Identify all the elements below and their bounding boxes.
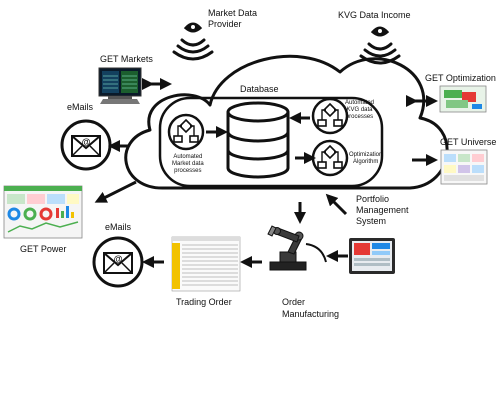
automated-kvg-label: Automated KVG data processes (345, 100, 374, 121)
get-optimization-thumbnail (439, 85, 487, 113)
trading-order-label: Trading Order (176, 297, 232, 307)
emails-bottom-label: eMails (105, 222, 132, 232)
automated-market-process-icon (167, 113, 205, 151)
svg-text:@: @ (82, 137, 91, 147)
email-envelope-icon-top: @ (60, 119, 112, 171)
robot-arm-icon (267, 225, 327, 271)
optimization-algorithm-label: Optimization Algorithm (349, 152, 382, 166)
automated-kvg-line2: KVG data (346, 107, 373, 113)
database-icon (226, 101, 290, 179)
portfolio-line1: Portfolio (356, 194, 390, 204)
portfolio-line3: System (356, 216, 387, 226)
database-label: Database (240, 84, 279, 94)
market-data-provider-eye-icon (172, 22, 214, 61)
arrow-portfolio-cloud (325, 193, 348, 216)
emails-top-label: eMails (67, 102, 94, 112)
get-optimization-label: GET Optimization (425, 73, 496, 83)
automated-market-line2: Market data (172, 161, 204, 167)
order-manufacturing-label: Order Manufacturing (282, 296, 339, 320)
cloud-inner-panel (158, 96, 384, 188)
market-data-provider-line2: Provider (208, 19, 242, 29)
portfolio-management-label: Portfolio Management System (356, 194, 409, 227)
automated-kvg-process-icon (311, 97, 349, 135)
market-data-provider-label: Market Data Provider (208, 8, 257, 30)
svg-text:@: @ (114, 254, 123, 264)
automated-kvg-line3: processes (345, 114, 374, 120)
get-markets-label: GET Markets (100, 54, 153, 64)
optimization-algorithm-line1: Optimization (349, 152, 383, 158)
automated-kvg-line1: Automated (345, 100, 375, 106)
market-data-provider-line1: Market Data (208, 8, 258, 18)
get-power-label: GET Power (20, 244, 67, 254)
order-line2: Manufacturing (282, 309, 340, 319)
get-universe-label: GET Universe (440, 137, 497, 147)
email-envelope-icon-bottom: @ (92, 236, 144, 288)
order-line1: Order (282, 297, 306, 307)
kvg-data-income-label: KVG Data Income (338, 10, 411, 20)
get-markets-monitor (98, 67, 142, 104)
portfolio-tablet (349, 238, 395, 274)
automated-market-label: Automated Market data processes (172, 154, 204, 175)
automated-market-line3: processes (174, 168, 202, 174)
get-universe-thumbnail (440, 149, 488, 185)
kvg-data-eye-icon (359, 26, 401, 65)
trading-order-list (171, 236, 241, 292)
optimization-algorithm-line2: Algorithm (353, 159, 379, 165)
get-power-dashboard (3, 185, 83, 239)
automated-market-line1: Automated (173, 154, 203, 160)
arrow-cloud-to-power (94, 180, 137, 203)
portfolio-line2: Management (356, 205, 409, 215)
optimization-algorithm-icon (311, 139, 349, 177)
